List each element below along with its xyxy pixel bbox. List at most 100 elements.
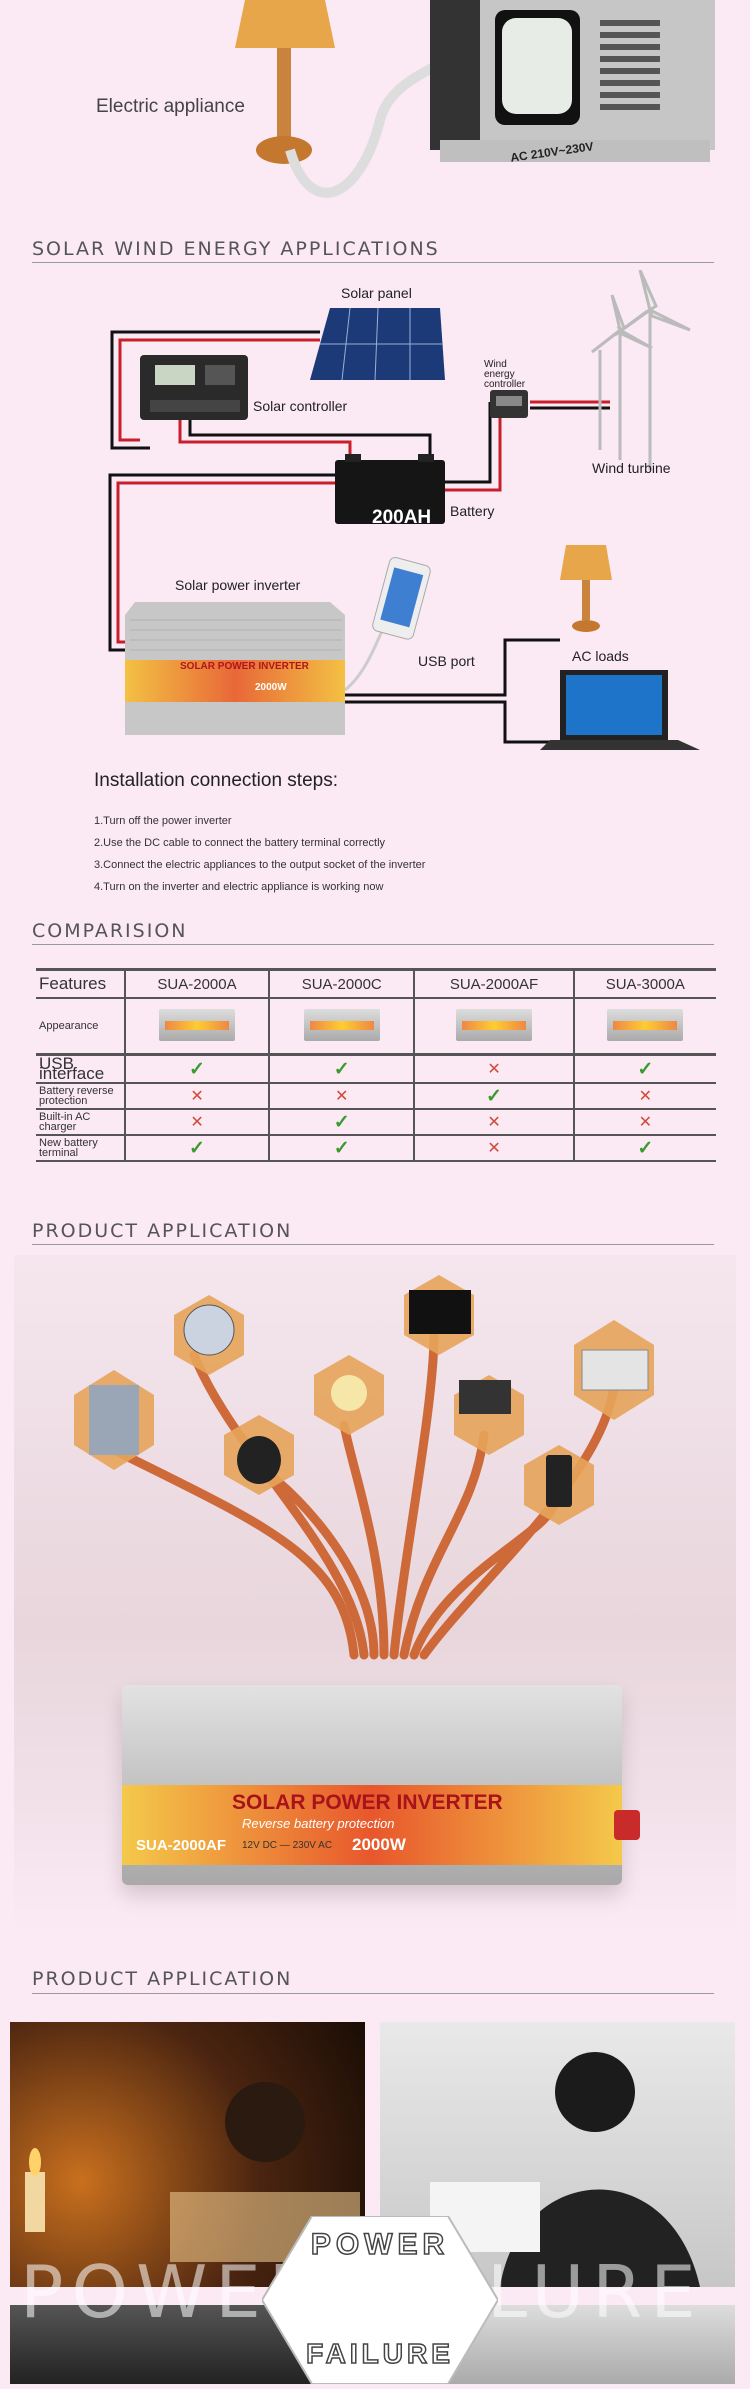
wind-controller-icon	[490, 390, 528, 418]
table-header: SUA-2000C	[268, 968, 415, 999]
check-icon: ✓	[486, 1085, 502, 1107]
large-inverter: SOLAR POWER INVERTER Reverse battery pro…	[122, 1685, 640, 1885]
step-item: 2.Use the DC cable to connect the batter…	[94, 837, 386, 849]
badge-line-2: FAILURE	[305, 2337, 454, 2370]
feature-label: USB interface	[36, 1053, 125, 1084]
laptop-icon	[459, 1380, 511, 1414]
check-icon: ✓	[333, 1137, 350, 1159]
usb-port-label: USB port	[418, 653, 475, 669]
appliance-illustration	[235, 0, 715, 198]
bulb-icon	[331, 1375, 367, 1411]
large-inverter-power: 2000W	[352, 1835, 406, 1854]
cross-icon: ✕	[190, 1114, 204, 1131]
ac-lamp-icon	[560, 545, 612, 632]
application-rule-2	[32, 1993, 714, 1994]
table-row: USB interface ✓ ✓ ✕ ✓	[36, 1053, 716, 1084]
check-icon: ✓	[637, 1137, 654, 1159]
phone-icon	[372, 557, 431, 640]
large-inverter-brand: SOLAR POWER INVERTER	[232, 1791, 503, 1814]
check-icon: ✓	[189, 1058, 205, 1080]
application-illustration: SOLAR POWER INVERTER Reverse battery pro…	[14, 1255, 736, 1935]
large-inverter-model: SUA-2000AF	[136, 1837, 227, 1854]
table-row: Appearance	[36, 998, 716, 1056]
fan-icon	[183, 1304, 235, 1356]
cross-icon: ✕	[638, 1114, 652, 1131]
table-row: Built-in AC charger ✕ ✓ ✕ ✕	[36, 1109, 716, 1136]
comparison-title: COMPARISION	[32, 920, 188, 942]
battery-label: Battery	[450, 503, 495, 519]
kettle-icon	[237, 1436, 281, 1484]
cross-icon: ✕	[190, 1088, 204, 1105]
appliance-label: Electric appliance	[96, 96, 245, 117]
step-item: 1.Turn off the power inverter	[94, 815, 232, 827]
power-failure-badge: POWER FAILURE	[260, 2215, 500, 2385]
top-illustration: Electric appliance AC 210V~230V	[0, 0, 750, 210]
steps-title: Installation connection steps:	[94, 770, 338, 791]
table-header: SUA-3000A	[572, 968, 716, 999]
check-icon: ✓	[637, 1058, 654, 1080]
table-header: SUA-2000AF	[413, 968, 574, 999]
check-icon: ✓	[189, 1137, 205, 1159]
wind-turbine-label: Wind turbine	[592, 460, 671, 476]
comparison-table: Features SUA-2000A SUA-2000C SUA-2000AF …	[36, 968, 716, 1162]
large-inverter-spec: 12V DC — 230V AC	[242, 1840, 333, 1851]
appliance-tree	[74, 1275, 654, 1660]
table-row: Battery reverse protection ✕ ✕ ✓ ✕	[36, 1083, 716, 1110]
solar-panel-label: Solar panel	[341, 285, 412, 301]
cross-icon: ✕	[487, 1061, 501, 1078]
inverter-label: Solar power inverter	[175, 577, 301, 593]
lamp-base	[256, 136, 312, 164]
solar-controller-label: Solar controller	[253, 398, 348, 414]
product-thumbnail	[159, 1008, 236, 1041]
application-title: PRODUCT APPLICATION	[32, 1220, 293, 1242]
product-thumbnail	[456, 1008, 533, 1041]
inverter-brand-label: SOLAR POWER INVERTER	[180, 661, 309, 672]
solar-section-rule	[32, 262, 714, 263]
application-title-2: PRODUCT APPLICATION	[32, 1968, 293, 1990]
inverter-power-label: 2000W	[255, 682, 287, 693]
comparison-rule	[32, 944, 714, 945]
inverter-terminal	[614, 1810, 640, 1840]
battery-icon	[335, 454, 445, 524]
lamp-stand	[277, 48, 291, 138]
feature-label: Battery reverse protection	[36, 1083, 125, 1110]
inverter-brand-band: SOLAR POWER INVERTER Reverse battery pro…	[122, 1785, 622, 1865]
table-header: SUA-2000A	[123, 968, 270, 999]
product-thumbnail	[607, 1008, 684, 1041]
inverter-photo-top	[430, 0, 715, 162]
table-header: Features	[36, 968, 125, 999]
check-icon: ✓	[333, 1111, 350, 1133]
check-icon: ✓	[333, 1058, 350, 1080]
phone-icon	[546, 1455, 572, 1507]
application-rule	[32, 1244, 714, 1245]
ac-loads-label: AC loads	[572, 648, 629, 664]
laptop-icon	[540, 670, 700, 750]
solar-wind-diagram	[108, 270, 700, 750]
cross-icon: ✕	[638, 1088, 652, 1105]
solar-controller-icon	[140, 355, 248, 420]
wind-controller-label: Wind energy controller	[484, 359, 526, 390]
step-item: 3.Connect the electric appliances to the…	[94, 859, 426, 871]
cross-icon: ✕	[487, 1114, 501, 1131]
battery-capacity: 200AH	[372, 507, 432, 528]
cross-icon: ✕	[335, 1088, 349, 1105]
comparison-rows: USB interface✓✓✕✓Battery reverse protect…	[36, 1053, 716, 1162]
cross-icon: ✕	[487, 1140, 501, 1157]
large-inverter-sub: Reverse battery protection	[242, 1816, 395, 1831]
badge-line-1: POWER	[310, 2227, 450, 2262]
printer-icon	[581, 1349, 649, 1391]
step-item: 4.Turn on the inverter and electric appl…	[94, 881, 384, 893]
computer-icon	[409, 1290, 471, 1334]
product-thumbnail	[303, 1008, 380, 1041]
lamp-shade-icon	[235, 0, 335, 48]
solar-section-title: SOLAR WIND ENERGY APPLICATIONS	[32, 238, 440, 260]
solar-inverter-icon	[125, 602, 345, 735]
table-header-row: Features SUA-2000A SUA-2000C SUA-2000AF …	[36, 968, 716, 999]
table-row: New battery terminal ✓ ✓ ✕ ✓	[36, 1135, 716, 1162]
solar-panel-icon	[310, 307, 445, 381]
fridge-icon	[89, 1385, 139, 1455]
feature-label: New battery terminal	[36, 1135, 125, 1162]
feature-label: Built-in AC charger	[36, 1109, 125, 1136]
appearance-label: Appearance	[36, 998, 125, 1056]
wind-turbine-icon	[591, 270, 691, 470]
